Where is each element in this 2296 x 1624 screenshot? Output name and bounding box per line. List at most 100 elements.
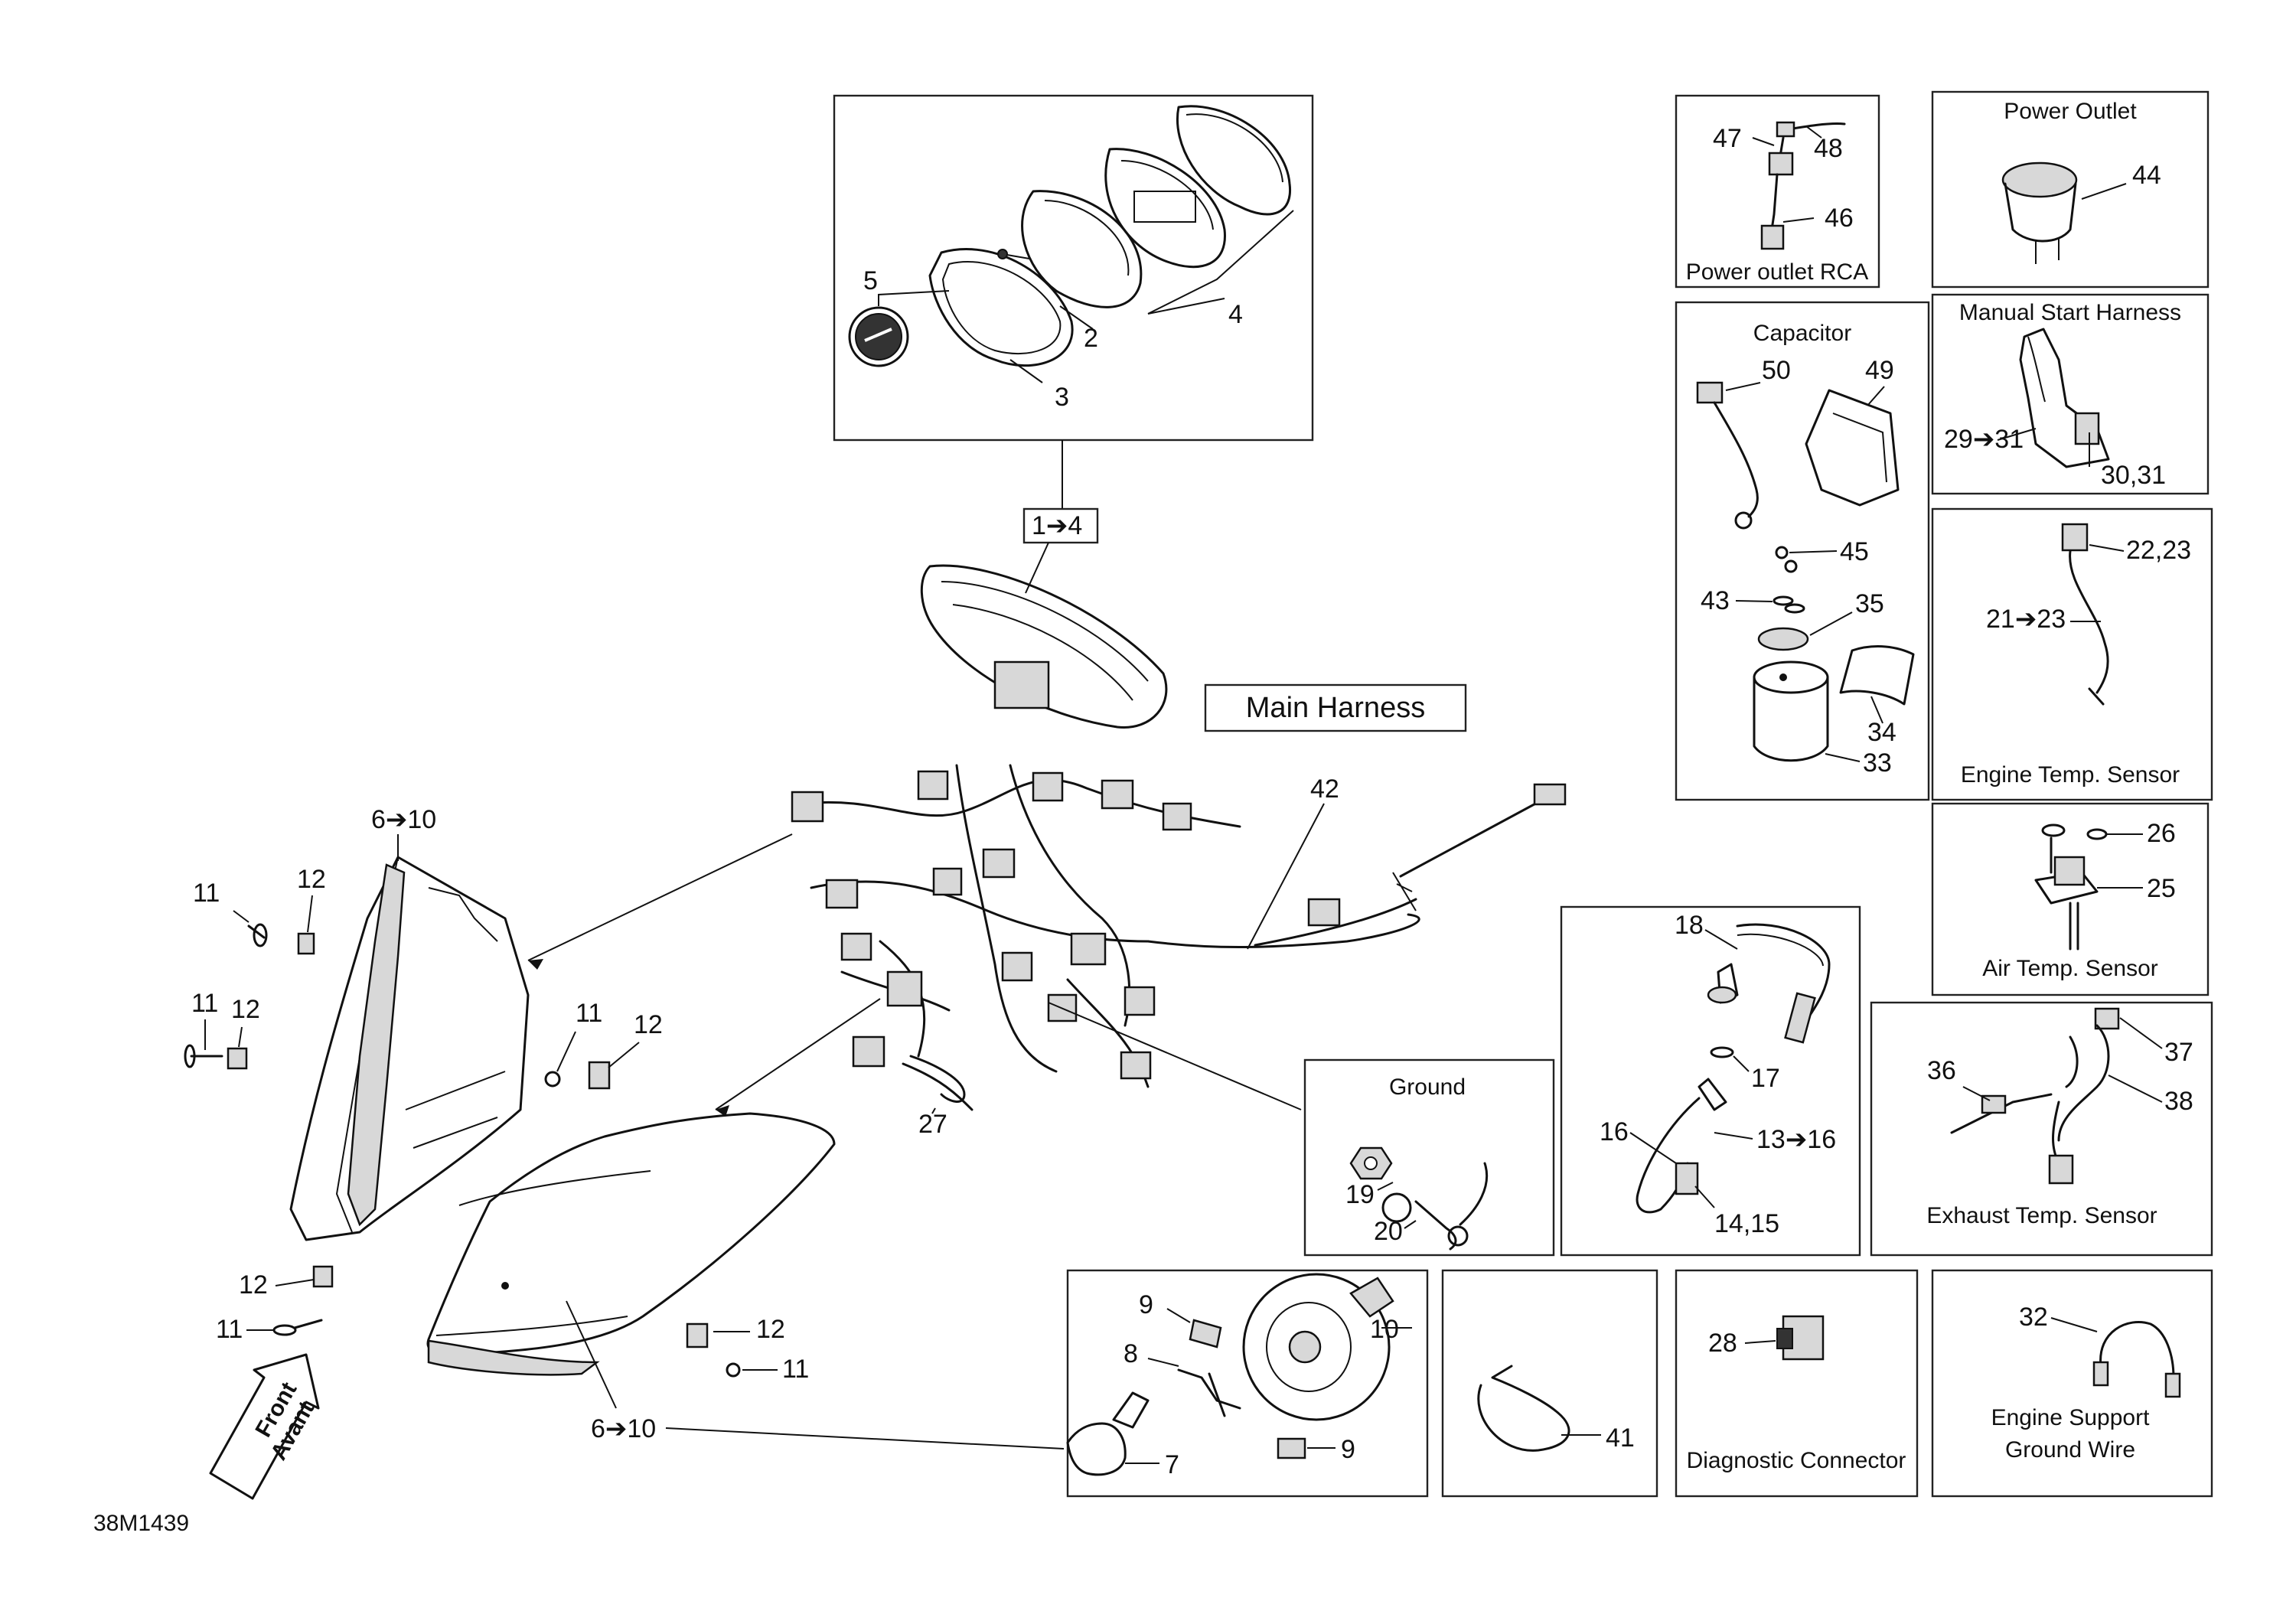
callout-17: 17	[1751, 1064, 1780, 1093]
fastener-11-lower	[272, 1319, 323, 1336]
instrument-cluster	[920, 564, 1168, 729]
capacitor-title: Capacitor	[1753, 321, 1851, 346]
air-temp-sensor-title: Air Temp. Sensor	[1982, 956, 2158, 981]
clip-12-mid	[227, 1047, 248, 1070]
callout-44: 44	[2132, 161, 2161, 190]
left-headlight	[289, 856, 530, 1241]
callout-20: 20	[1374, 1217, 1403, 1246]
fastener-11-center	[544, 1071, 561, 1088]
gauge-group-label-box	[1022, 507, 1099, 544]
callout-21-23: 21➔23	[1986, 605, 2066, 634]
callout-11e: 11	[782, 1355, 809, 1384]
callout-3: 3	[1055, 383, 1069, 412]
gauge-cluster-box: 5 2 3 4	[833, 94, 1314, 442]
power-outlet-box: Power Outlet 44	[1931, 90, 2210, 289]
manual-start-harness-box: Manual Start Harness 29➔31 30,31	[1931, 293, 2210, 495]
callout-26: 26	[2147, 819, 2176, 848]
callout-11a: 11	[193, 879, 220, 908]
callout-11b: 11	[191, 989, 218, 1018]
callout-48: 48	[1814, 134, 1843, 163]
power-outlet-rca-title: Power outlet RCA	[1686, 259, 1868, 285]
capacitor-box: Capacitor 50 49 45 43 35 33 34	[1675, 301, 1930, 801]
callout-43: 43	[1701, 586, 1730, 615]
callout-5: 5	[863, 266, 878, 295]
callout-25: 25	[2147, 874, 2176, 903]
gauge-group-label: 1➔4	[1032, 511, 1082, 540]
clamp-box: 41	[1441, 1269, 1658, 1498]
diagnostic-connector-title: Diagnostic Connector	[1687, 1448, 1906, 1473]
gauge-housing	[1104, 148, 1226, 269]
engine-support-title-1: Engine Support	[1991, 1405, 2150, 1430]
callout-30-31: 30,31	[2101, 461, 2166, 490]
callout-11c: 11	[576, 999, 602, 1028]
callout-37: 37	[2164, 1038, 2193, 1067]
callout-32: 32	[2019, 1303, 2048, 1332]
gauge-lens	[1021, 190, 1143, 308]
callout-19: 19	[1345, 1180, 1375, 1209]
callout-16: 16	[1600, 1117, 1629, 1146]
air-temp-sensor-box: 26 25 Air Temp. Sensor	[1931, 802, 2210, 996]
main-harness-label: Main Harness	[1246, 692, 1425, 724]
gauge-bezel	[928, 248, 1074, 367]
engine-temp-sensor-box: 22,23 21➔23 Engine Temp. Sensor	[1931, 507, 2213, 801]
front-direction-arrow: Front Avant	[209, 1353, 320, 1500]
callout-12b: 12	[231, 995, 260, 1024]
callout-12a: 12	[297, 865, 326, 894]
callout-28: 28	[1708, 1329, 1737, 1358]
callout-11d: 11	[216, 1315, 243, 1344]
callout-18: 18	[1675, 911, 1704, 940]
clip-12-center	[588, 1061, 611, 1090]
tether-cord-box: 18 17 16 13➔16 14,15	[1560, 905, 1861, 1257]
callout-35: 35	[1855, 589, 1884, 618]
callout-13-16: 13➔16	[1756, 1125, 1836, 1154]
callout-12d: 12	[239, 1270, 268, 1300]
callout-6-10-top: 6➔10	[371, 805, 436, 834]
clip-12-right	[686, 1322, 709, 1348]
right-headlight	[426, 1112, 836, 1376]
power-outlet-rca-box: 47 48 46 Power outlet RCA	[1675, 94, 1880, 289]
callout-9a: 9	[1139, 1290, 1153, 1319]
exhaust-temp-sensor-title: Exhaust Temp. Sensor	[1926, 1203, 2157, 1228]
tachometer-gauge	[848, 306, 909, 367]
drawing-id: 38M1439	[93, 1511, 189, 1536]
callout-22-23: 22,23	[2126, 536, 2191, 565]
fastener-11-mid	[184, 1044, 223, 1068]
main-wiring-harness	[791, 764, 1567, 1111]
callout-33: 33	[1863, 748, 1892, 778]
fastener-11-right	[726, 1362, 741, 1378]
diagnostic-connector-box: 28 Diagnostic Connector	[1675, 1269, 1919, 1498]
fastener-11-top	[247, 923, 268, 947]
callout-12c: 12	[634, 1010, 663, 1039]
callout-14-15: 14,15	[1714, 1209, 1779, 1238]
callout-42: 42	[1310, 774, 1339, 804]
gauge-seal	[1176, 105, 1292, 216]
callout-50: 50	[1762, 356, 1791, 385]
ground-box: Ground 19 20	[1303, 1058, 1555, 1257]
clip-12-lower	[312, 1265, 334, 1288]
exhaust-temp-sensor-box: 37 38 36 Exhaust Temp. Sensor	[1870, 1001, 2213, 1257]
callout-4: 4	[1228, 300, 1243, 329]
power-outlet-title: Power Outlet	[2004, 99, 2137, 124]
clip-12-top	[297, 932, 315, 955]
main-harness-label-box	[1204, 683, 1467, 732]
callout-34: 34	[1867, 718, 1896, 747]
callout-47: 47	[1713, 124, 1742, 153]
callout-8: 8	[1124, 1339, 1138, 1368]
engine-support-ground-wire-box: 32 Engine Support Ground Wire	[1931, 1269, 2213, 1498]
callout-6-10-bottom: 6➔10	[591, 1414, 656, 1443]
callout-9b: 9	[1341, 1435, 1355, 1464]
callout-36: 36	[1927, 1056, 1956, 1085]
callout-27: 27	[918, 1110, 947, 1139]
callout-2: 2	[1084, 324, 1098, 353]
callout-41: 41	[1606, 1423, 1635, 1453]
callout-49: 49	[1865, 356, 1894, 385]
callout-29-31: 29➔31	[1944, 425, 2024, 454]
ground-title: Ground	[1389, 1075, 1466, 1100]
callout-12e: 12	[756, 1315, 785, 1344]
callout-46: 46	[1825, 204, 1854, 233]
callout-45: 45	[1840, 537, 1869, 566]
callout-7: 7	[1165, 1450, 1179, 1479]
engine-support-title-2: Ground Wire	[2005, 1437, 2135, 1463]
callout-38: 38	[2164, 1087, 2193, 1116]
